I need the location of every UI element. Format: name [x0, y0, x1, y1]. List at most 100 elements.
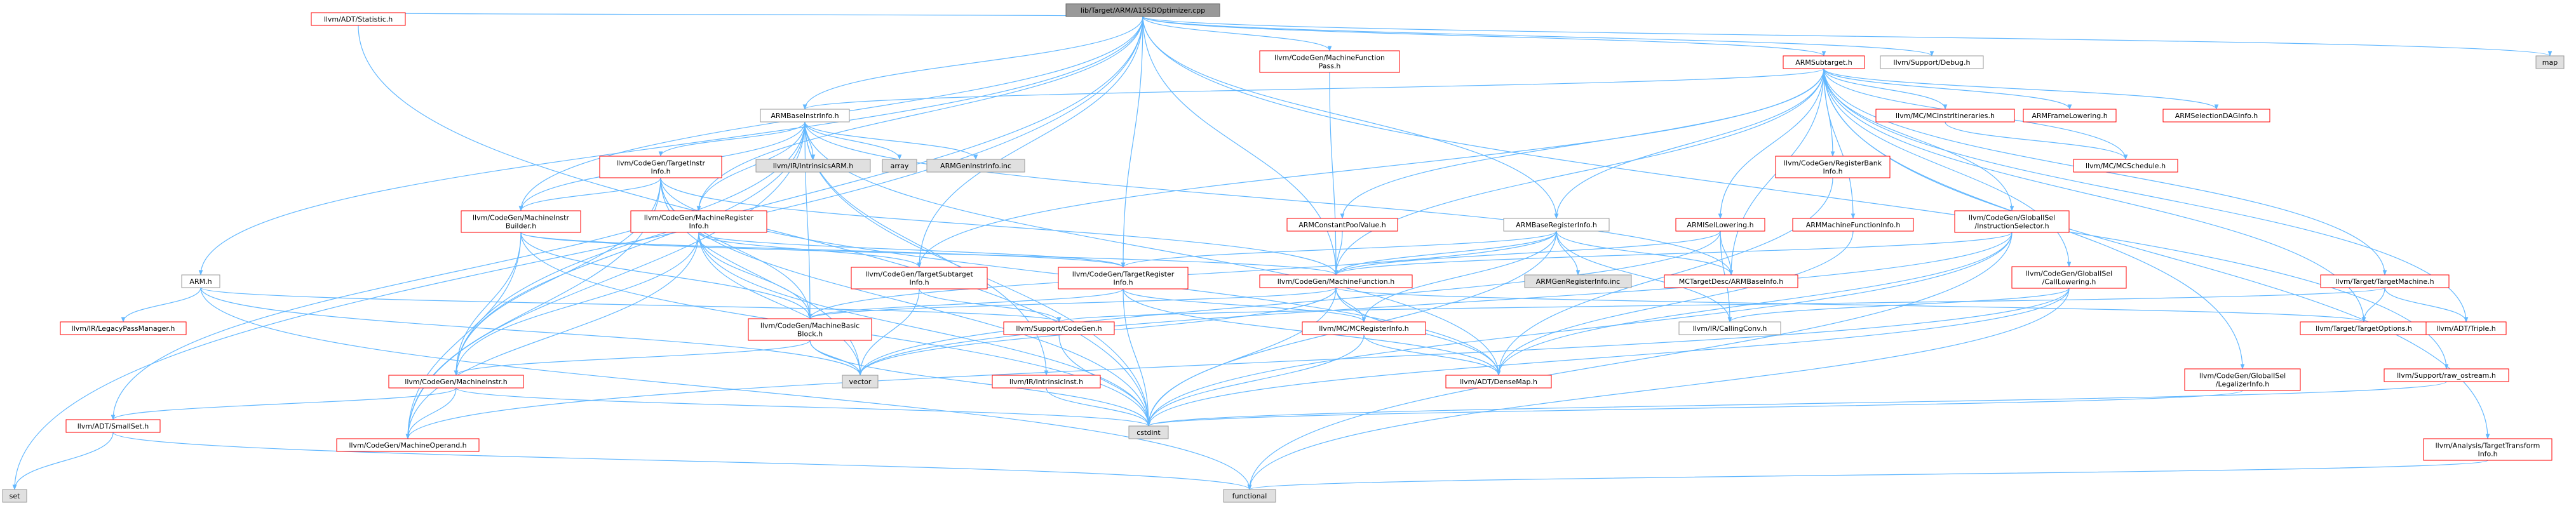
node-vector[interactable]: vector [842, 375, 879, 389]
node-label: llvm/CodeGen/MachineFunction.h [1278, 277, 1395, 286]
node-targetmachine[interactable]: llvm/Target/TargetMachine.h [2320, 274, 2450, 288]
edge-arm-h-to-functional [200, 287, 1252, 490]
node-box [60, 321, 187, 335]
node-machinefunction[interactable]: llvm/CodeGen/MachineFunction.h [1259, 274, 1413, 288]
node-arm-h[interactable]: ARM.h [181, 274, 220, 288]
node-armisellowering[interactable]: ARMISelLowering.h [1675, 218, 1765, 232]
node-targetoptions[interactable]: llvm/Target/TargetOptions.h [2300, 321, 2428, 335]
node-box [65, 419, 161, 433]
node-map[interactable]: map [2535, 55, 2565, 69]
edge-machineinstr-to-adtsmallset [111, 387, 457, 420]
edge-root-to-targetregisterinfo [1121, 16, 1143, 268]
node-mctargetdesc[interactable]: MCTargetDesc/ARMBaseInfo.h [1664, 274, 1798, 288]
edge-machinefunction-to-targetoptions [1335, 287, 2366, 323]
edge-targetregisterinfo-to-machinebasicblock [807, 288, 1124, 319]
node-box [842, 375, 879, 389]
edge-machineregisterinfo-to-targetregisterinfo [698, 232, 1126, 268]
edge-machineregisterinfo-to-targetsubtargetinfo [698, 232, 922, 268]
node-armgeninstrinfo[interactable]: ARMGenInstrInfo.inc [926, 159, 1025, 173]
edge-targettransform-to-functional [1248, 460, 2488, 490]
node-box [1792, 218, 1914, 232]
node-root[interactable]: lib/Target/ARM/A15SDOptimizer.cpp [1065, 3, 1220, 17]
edge-adtsmallset-to-functional [112, 432, 1252, 490]
node-intrinsicsarm[interactable]: llvm/IR/IntrinsicsARM.h [755, 159, 871, 173]
node-box [2, 489, 27, 503]
node-box [992, 375, 1101, 389]
node-support-debug[interactable]: llvm/Support/Debug.h [1880, 55, 1984, 69]
node-armseldag[interactable]: ARMSelectionDAGInfo.h [2162, 109, 2270, 123]
node-calllowering[interactable]: llvm/CodeGen/GlobalISel/CallLowering.h [2011, 266, 2127, 289]
node-mcinstritin[interactable]: llvm/MC/MCInstrItineraries.h [1875, 109, 2015, 123]
edge-targetmachine-to-adttriple [2384, 287, 2469, 323]
edge-armsubtarget-to-targetoptions [1823, 68, 2366, 323]
node-mcregisterinfo[interactable]: llvm/MC/MCRegisterInfo.h [1302, 321, 1426, 335]
node-functional[interactable]: functional [1223, 489, 1276, 503]
edge-instrselector-to-functional [1247, 232, 2013, 490]
node-intrinsicinst[interactable]: llvm/IR/IntrinsicInst.h [992, 375, 1101, 389]
node-densemap[interactable]: llvm/ADT/DenseMap.h [1445, 375, 1552, 389]
edge-armbaseinstrinfo-to-adtsmallset [111, 121, 806, 420]
node-rawostream[interactable]: llvm/Support/raw_ostream.h [2384, 368, 2509, 382]
node-box [1223, 489, 1276, 503]
edge-targetinstrinfo-to-machineinstr [454, 177, 661, 376]
node-label: llvm/Support/Debug.h [1894, 58, 1971, 67]
node-armgenreginfo[interactable]: ARMGenRegisterInfo.inc [1524, 274, 1632, 288]
edge-armbaseinstrinfo-to-machinebasicblock [804, 121, 813, 319]
edge-mfpass-to-machinefunction [1329, 72, 1339, 276]
edge-machineregisterinfo-to-vector [698, 232, 863, 376]
edge-armbaseinstrinfo-to-array [804, 121, 902, 160]
node-supportcodegen[interactable]: llvm/Support/CodeGen.h [1003, 321, 1115, 335]
edge-root-to-rawostream [1142, 16, 2449, 370]
node-armsubtarget[interactable]: ARMSubtarget.h [1783, 55, 1865, 69]
node-adtsmallset[interactable]: llvm/ADT/SmallSet.h [65, 419, 161, 433]
edge-instrselector-to-vector [858, 232, 2013, 376]
node-mcschedule[interactable]: llvm/MC/MCSchedule.h [2073, 159, 2178, 173]
node-legacypassmgr[interactable]: llvm/IR/LegacyPassManager.h [60, 321, 187, 335]
node-machineinstr[interactable]: llvm/CodeGen/MachineInstr.h [388, 375, 524, 389]
node-box [1783, 55, 1865, 69]
node-array[interactable]: array [882, 159, 917, 173]
edge-armisellowering-to-machinefunction [1333, 230, 1721, 276]
node-machineoperand[interactable]: llvm/CodeGen/MachineOperand.h [336, 438, 480, 452]
node-armmfinfo[interactable]: ARMMachineFunctionInfo.h [1792, 218, 1914, 232]
node-box [1286, 218, 1398, 232]
edge-armsubtarget-to-armbaseregisterinfo [1554, 68, 1824, 219]
node-box [2162, 109, 2270, 123]
node-label: llvm/ADT/DenseMap.h [1460, 378, 1537, 386]
node-label: array [891, 162, 909, 170]
node-armbaseregisterinfo[interactable]: ARMBaseRegisterInfo.h [1503, 218, 1610, 232]
node-adttriple[interactable]: llvm/ADT/Triple.h [2425, 321, 2507, 335]
node-label: ARMFrameLowering.h [2032, 112, 2107, 120]
node-legalizerinfo[interactable]: llvm/CodeGen/GlobalISel/LegalizerInfo.h [2184, 368, 2301, 391]
edge-armsubtarget-to-armseldag [1823, 68, 2219, 110]
edge-targetinstrinfo-to-machinefunction [660, 177, 1339, 276]
edge-armconstpool-to-machinefunction [1333, 230, 1343, 276]
node-instrselector[interactable]: llvm/CodeGen/GlobalISel/InstructionSelec… [1954, 210, 2070, 233]
node-label: llvm/ADT/Statistic.h [324, 15, 393, 23]
node-label: ARMGenRegisterInfo.inc [1536, 277, 1620, 286]
node-cstdint[interactable]: cstdint [1128, 425, 1169, 439]
node-layer: lib/Target/ARM/A15SDOptimizer.cpp llvm/AD… [2, 3, 2565, 503]
node-label: ARMConstantPoolValue.h [1298, 221, 1386, 229]
node-adt-statistic[interactable]: llvm/ADT/Statistic.h [311, 12, 406, 26]
node-set[interactable]: set [2, 489, 27, 503]
node-box [1678, 321, 1781, 335]
node-armbaseinstrinfo[interactable]: ARMBaseInstrInfo.h [760, 109, 850, 123]
edge-mcregisterinfo-to-cstdint [1146, 334, 1365, 427]
node-armframelowering[interactable]: ARMFrameLowering.h [2023, 109, 2117, 123]
edge-arm-h-to-vector [200, 287, 863, 376]
edge-targetsubtargetinfo-to-supportcodegen [919, 288, 1062, 323]
node-armconstpool[interactable]: ARMConstantPoolValue.h [1286, 218, 1398, 232]
node-callingconv[interactable]: llvm/IR/CallingConv.h [1678, 321, 1781, 335]
